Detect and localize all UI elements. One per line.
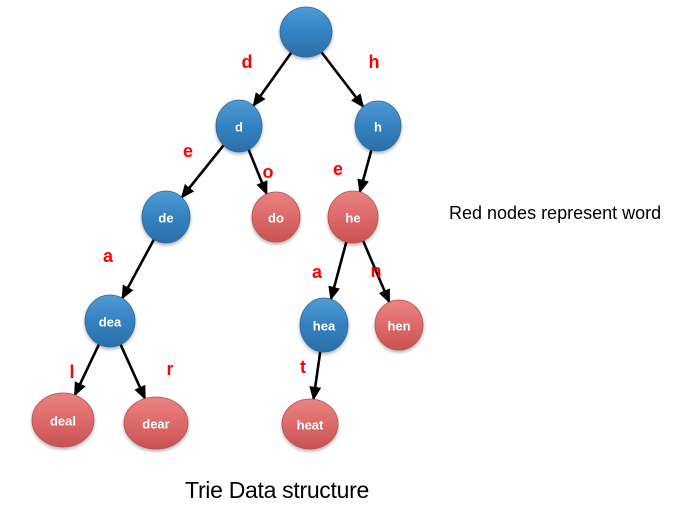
edge-label-e: e xyxy=(333,159,343,179)
node-dea xyxy=(84,294,136,348)
edge-label-r: r xyxy=(166,359,173,379)
edge-label-a: a xyxy=(312,262,323,282)
edge-he-hen xyxy=(361,239,391,304)
node-label-hea: hea xyxy=(313,319,336,334)
node-deal xyxy=(31,392,95,448)
node-dear xyxy=(123,396,189,450)
node-do xyxy=(251,191,301,243)
node-label-hen: hen xyxy=(387,319,410,334)
edge-label-n: n xyxy=(371,261,382,281)
node-he xyxy=(327,190,379,244)
edge-dea-dear xyxy=(119,343,147,401)
edge-de-dea xyxy=(120,238,156,300)
node-label-dea: dea xyxy=(99,315,122,330)
node-root xyxy=(279,6,333,58)
edge-root-d xyxy=(252,51,293,108)
node-label-d: d xyxy=(235,120,243,135)
node-heat xyxy=(281,398,339,450)
edge-label-l: l xyxy=(69,362,74,382)
node-label-do: do xyxy=(268,211,284,226)
node-hen xyxy=(374,299,424,351)
edge-dea-deal xyxy=(73,343,101,397)
edge-d-de xyxy=(180,143,225,199)
edge-label-o: o xyxy=(263,162,274,182)
edge-label-h: h xyxy=(369,52,380,72)
edge-label-d: d xyxy=(242,52,253,72)
legend-note: Red nodes represent word xyxy=(449,203,662,223)
edge-label-a: a xyxy=(103,246,114,266)
node-label-deal: deal xyxy=(50,414,76,429)
node-h xyxy=(354,100,402,152)
node-label-he: he xyxy=(345,211,360,226)
node-de xyxy=(141,190,191,244)
edge-h-he xyxy=(357,148,373,194)
node-hea xyxy=(299,297,349,353)
node-label-h: h xyxy=(374,120,382,135)
edge-label-e: e xyxy=(183,141,193,161)
edge-label-t: t xyxy=(300,357,306,377)
node-label-heat: heat xyxy=(297,418,324,433)
node-label-de: de xyxy=(158,211,173,226)
edge-he-hea xyxy=(328,240,348,301)
edge-hea-heat xyxy=(309,350,322,401)
node-d xyxy=(215,99,263,153)
edge-root-h xyxy=(320,50,365,109)
edge-d-do xyxy=(247,148,268,196)
diagram-title: Trie Data structure xyxy=(185,477,369,503)
node-label-dear: dear xyxy=(142,417,169,432)
